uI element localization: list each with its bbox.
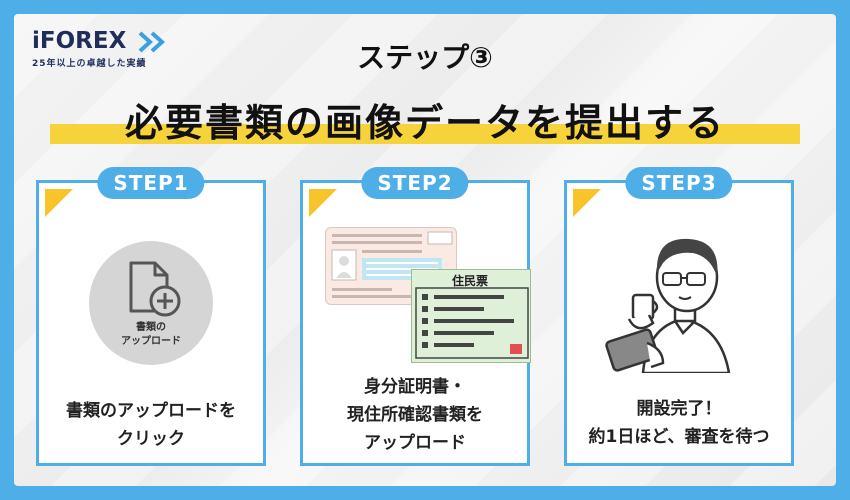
main-frame: iFOREX 25年以上の卓越した実績 ステップ③ 必要書類の画像データを提出す… [14, 14, 836, 486]
resident-record-illustration: 住民票 [411, 269, 531, 363]
step-text-line: 開設完了！ [636, 399, 722, 419]
step-text-line: アップロード [364, 433, 466, 453]
resident-record-title: 住民票 [452, 274, 489, 288]
headline-block: 必要書類の画像データを提出する [44, 86, 806, 150]
page-title: 必要書類の画像データを提出する [124, 101, 725, 145]
step-description: 開設完了！ 約1日ほど、審査を待つ [567, 395, 791, 451]
step-description: 書類のアップロードを クリック [39, 397, 263, 453]
corner-accent [573, 189, 601, 217]
step-badge: STEP1 [97, 167, 205, 199]
step-badge: STEP3 [625, 167, 733, 199]
step-card-1: STEP1 書類の アップロード 書類のアップロードを クリック [36, 167, 266, 466]
step-text-line: クリック [117, 429, 185, 449]
upload-label-line-2: アップロード [121, 336, 181, 347]
corner-accent [45, 189, 73, 217]
corner-accent [309, 189, 337, 217]
step-text-line: 約1日ほど、審査を待つ [588, 427, 770, 447]
person-with-tablet-illustration [605, 238, 731, 373]
step-description: 身分証明書・ 現住所確認書類を アップロード [303, 373, 527, 457]
document-upload-icon [129, 261, 181, 317]
headline-highlight [50, 124, 800, 144]
resident-record-graphic [415, 287, 529, 359]
logo-wordmark: iFOREX [32, 28, 127, 54]
step-card-3: STEP3 [564, 167, 794, 466]
logo-tagline: 25年以上の卓越した実績 [32, 59, 147, 69]
logo-chevrons-icon [138, 31, 165, 53]
step-text-line: 書類のアップロードを [66, 401, 236, 421]
upload-icon-circle: 書類の アップロード [89, 241, 213, 365]
step-badge: STEP2 [361, 167, 469, 199]
upload-icon-label: 書類の アップロード [89, 321, 213, 349]
iforex-logo: iFOREX 25年以上の卓越した実績 [32, 28, 182, 72]
upload-label-line-1: 書類の [136, 322, 166, 333]
page-subtitle: ステップ③ [357, 41, 493, 74]
step-text-line: 現住所確認書類を [347, 405, 483, 425]
step-card-2: STEP2 住民票 [300, 167, 531, 466]
step-text-line: 身分証明書・ [364, 377, 466, 397]
